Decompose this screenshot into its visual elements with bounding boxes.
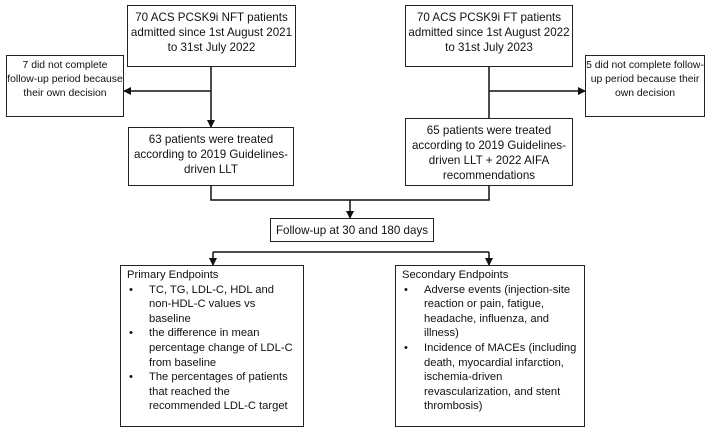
nft-treated-text: 63 patients were treated according to 20…: [133, 133, 289, 176]
primary-endpoints-title: Primary Endpoints: [127, 269, 219, 281]
ft-treated-box: 65 patients were treated according to 20…: [405, 118, 573, 186]
secondary-endpoints-title: Secondary Endpoints: [402, 269, 509, 281]
primary-endpoint-item: the difference in mean percentage change…: [127, 326, 297, 370]
ft-treated-text: 65 patients were treated according to 20…: [411, 124, 567, 182]
primary-endpoints-box: Primary Endpoints TC, TG, LDL-C, HDL and…: [120, 265, 304, 427]
nft-cohort-box: 70 ACS PCSK9i NFT patients admitted sinc…: [127, 5, 296, 67]
ft-dropout-text: 5 did not complete follow-up period beca…: [586, 60, 704, 99]
nft-treated-box: 63 patients were treated according to 20…: [128, 127, 294, 186]
followup-text: Follow-up at 30 and 180 days: [275, 224, 429, 237]
secondary-endpoint-item: Adverse events (injection-site reaction …: [402, 283, 578, 341]
primary-endpoint-item: TC, TG, LDL-C, HDL and non-HDL-C values …: [127, 283, 297, 327]
ft-cohort-box: 70 ACS PCSK9i FT patients admitted since…: [405, 5, 573, 67]
nft-cohort-text: 70 ACS PCSK9i NFT patients admitted sinc…: [130, 11, 293, 54]
merge-line: [210, 186, 490, 201]
nft-dropout-box: 7 did not complete follow-up period beca…: [6, 55, 124, 117]
nft-dropout-text: 7 did not complete follow-up period beca…: [7, 60, 123, 99]
secondary-endpoints-box: Secondary Endpoints Adverse events (inje…: [395, 265, 585, 427]
primary-endpoint-item: The percentages of patients that reached…: [127, 370, 297, 414]
primary-endpoints-list: TC, TG, LDL-C, HDL and non-HDL-C values …: [127, 283, 297, 414]
ft-dropout-box: 5 did not complete follow-up period beca…: [585, 55, 705, 117]
ft-cohort-text: 70 ACS PCSK9i FT patients admitted since…: [408, 11, 570, 54]
secondary-endpoint-item: Incidence of MACEs (including death, myo…: [402, 341, 578, 414]
followup-box: Follow-up at 30 and 180 days: [270, 218, 434, 242]
secondary-endpoints-list: Adverse events (injection-site reaction …: [402, 283, 578, 414]
